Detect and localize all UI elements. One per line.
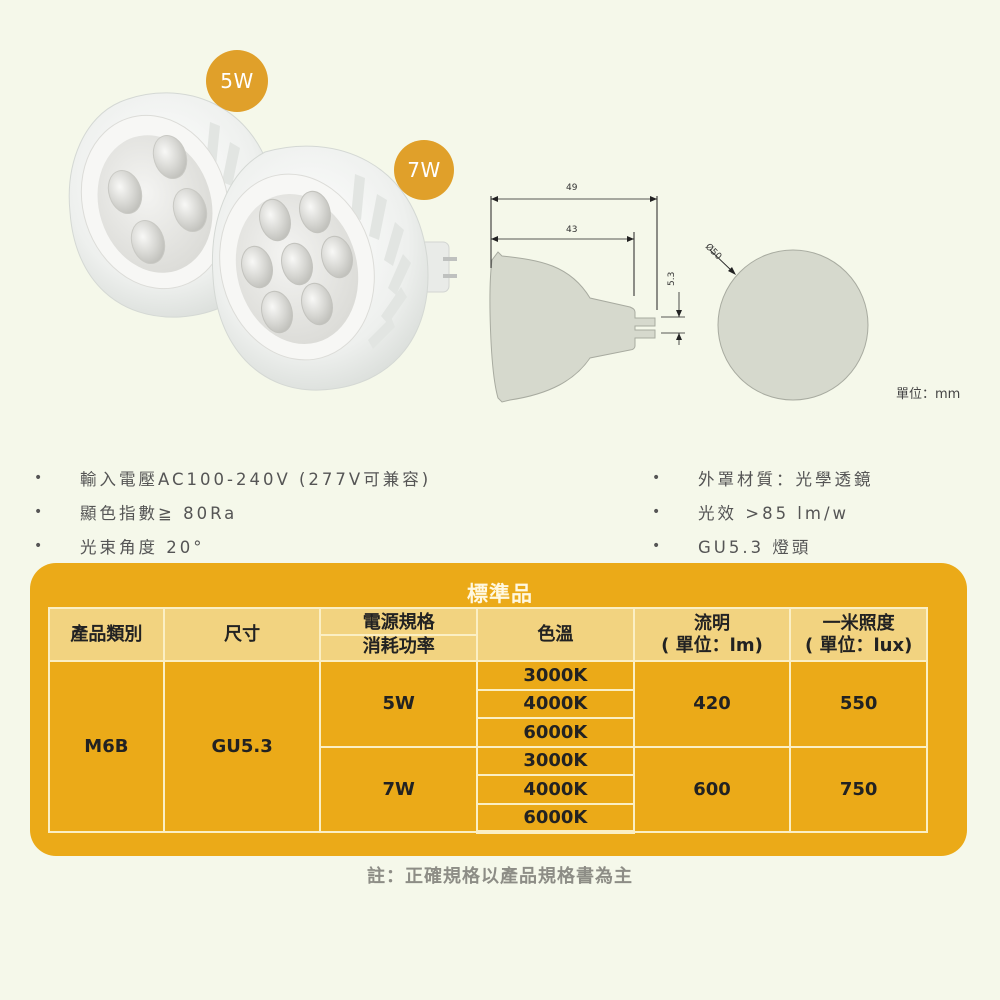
wattage-badge-5w: 5W bbox=[206, 50, 268, 112]
cell-size: GU5.3 bbox=[162, 660, 322, 833]
product-photo-mr16-bulbs bbox=[68, 92, 457, 391]
feature-list-left: • 輸入電壓AC100-240V (277V可兼容) • 顯色指數≧ 80Ra … bbox=[34, 461, 431, 563]
table-row: 6000K bbox=[49, 717, 927, 748]
feature-list-right: • 外罩材質：光學透鏡 • 光效 >85 lm/w • GU5.3 燈頭 bbox=[652, 461, 874, 563]
dimension-pin-spacing: 5.3 bbox=[667, 271, 677, 286]
feature-item: • GU5.3 燈頭 bbox=[652, 529, 874, 563]
bullet-icon: • bbox=[34, 470, 43, 486]
cell-color-temp: 4000K bbox=[476, 688, 635, 719]
bullet-icon: • bbox=[34, 538, 43, 554]
dimension-body-length: 43 bbox=[566, 225, 578, 235]
feature-item: • 顯色指數≧ 80Ra bbox=[34, 495, 431, 529]
header-lumens-unit: ( 單位：lm) bbox=[661, 634, 763, 656]
bullet-icon: • bbox=[652, 470, 661, 486]
feature-item: • 外罩材質：光學透鏡 bbox=[652, 461, 874, 495]
footnote: 註：正確規格以產品規格書為主 bbox=[367, 866, 633, 887]
feature-efficacy: 光效 >85 lm/w bbox=[698, 504, 850, 523]
cell-power: 5W bbox=[319, 660, 479, 748]
header-category: 產品類別 bbox=[48, 607, 165, 662]
feature-base-type: GU5.3 燈頭 bbox=[698, 538, 812, 557]
feature-cri: 顯色指數≧ 80Ra bbox=[80, 504, 238, 523]
bullet-icon: • bbox=[652, 538, 661, 554]
dimension-diagram bbox=[489, 196, 869, 403]
header-power: 電源規格 消耗功率 bbox=[319, 607, 479, 662]
table-row: 7W 3000K 600 750 bbox=[49, 745, 928, 833]
wattage-badge-7w: 7W bbox=[394, 140, 454, 200]
header-power-consumption: 消耗功率 bbox=[320, 633, 478, 658]
cell-category: M6B bbox=[48, 660, 165, 833]
header-illuminance-unit: ( 單位：lux) bbox=[804, 634, 913, 656]
feature-cover-material: 外罩材質：光學透鏡 bbox=[698, 470, 874, 489]
table-row: 4000K bbox=[49, 688, 927, 719]
cell-color-temp: 4000K bbox=[476, 774, 635, 805]
cell-power: 7W bbox=[319, 745, 479, 833]
header-size: 尺寸 bbox=[162, 607, 322, 662]
feature-input-voltage: 輸入電壓AC100-240V (277V可兼容) bbox=[80, 470, 432, 489]
front-view-circle bbox=[717, 249, 869, 401]
cell-color-temp: 3000K bbox=[476, 660, 635, 691]
cell-lumens: 600 bbox=[632, 745, 792, 833]
header-illuminance: 一米照度 ( 單位：lux) bbox=[789, 607, 928, 662]
table-row: 4000K bbox=[49, 774, 927, 805]
header-lumens-label: 流明 bbox=[694, 612, 730, 634]
spec-table-title: 標準品 bbox=[467, 582, 533, 606]
cell-lux: 550 bbox=[789, 660, 928, 748]
bullet-icon: • bbox=[652, 504, 661, 520]
cell-color-temp: 6000K bbox=[476, 802, 635, 834]
cell-color-temp: 3000K bbox=[476, 745, 635, 776]
cell-lumens: 420 bbox=[632, 660, 792, 748]
header-lumens: 流明 ( 單位：lm) bbox=[632, 607, 792, 662]
bulb-7w-image bbox=[211, 145, 457, 391]
unit-label: 單位：mm bbox=[896, 387, 961, 402]
feature-item: • 輸入電壓AC100-240V (277V可兼容) bbox=[34, 461, 431, 495]
header-power-spec: 電源規格 bbox=[362, 611, 435, 633]
header-illuminance-label: 一米照度 bbox=[822, 612, 895, 634]
feature-item: • 光效 >85 lm/w bbox=[652, 495, 874, 529]
cell-lux: 750 bbox=[789, 745, 928, 833]
table-row: 6000K bbox=[49, 802, 927, 834]
spec-table: 產品類別 尺寸 電源規格 消耗功率 色溫 流明 ( 單位：lm) 一米照度 ( … bbox=[48, 607, 928, 834]
feature-beam-angle: 光束角度 20° bbox=[80, 538, 205, 557]
bullet-icon: • bbox=[34, 504, 43, 520]
cell-color-temp: 6000K bbox=[476, 717, 635, 748]
side-profile-shape bbox=[489, 251, 656, 403]
bulb-5w-image bbox=[68, 92, 278, 318]
table-row: M6B GU5.3 5W 3000K 420 550 bbox=[48, 660, 928, 833]
dimension-overall-length: 49 bbox=[566, 183, 578, 193]
header-color-temp: 色溫 bbox=[476, 607, 635, 662]
feature-item: • 光束角度 20° bbox=[34, 529, 431, 563]
